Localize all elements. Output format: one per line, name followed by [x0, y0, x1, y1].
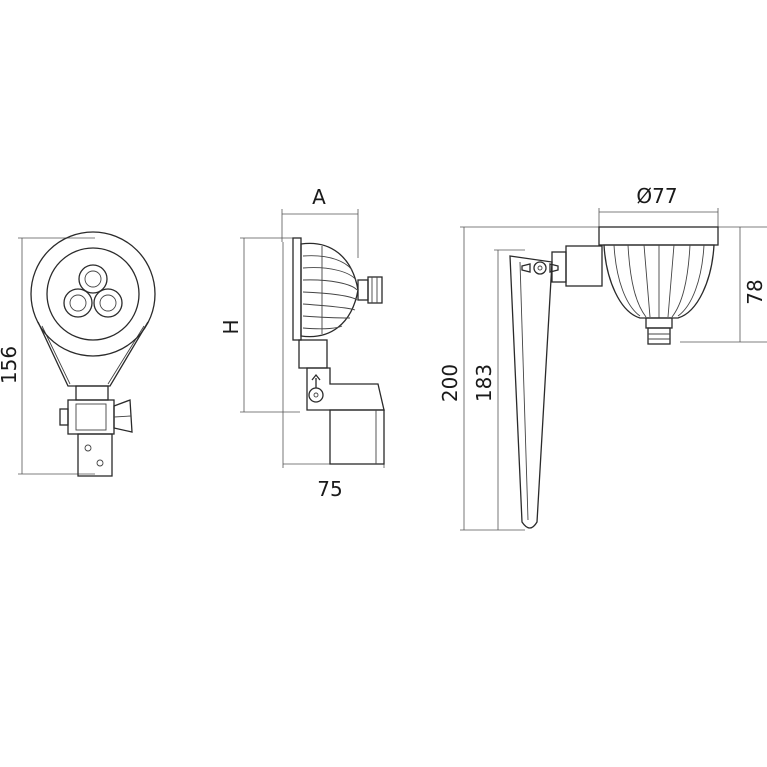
dim-stake-height: 183: [472, 364, 496, 402]
dim-side-height: H: [219, 319, 243, 334]
front-view: 156: [0, 231, 156, 477]
spike-view: Ø77 78 200 183: [438, 184, 767, 531]
dim-top-head-height: 78: [743, 279, 767, 304]
dim-front-height: 156: [0, 346, 21, 384]
dim-side-width-top: A: [312, 185, 326, 209]
dim-total-height: 200: [438, 364, 462, 402]
dim-top-diameter: Ø77: [636, 184, 677, 208]
side-view: A H 75: [219, 185, 385, 501]
dim-side-width-bottom: 75: [317, 477, 342, 501]
